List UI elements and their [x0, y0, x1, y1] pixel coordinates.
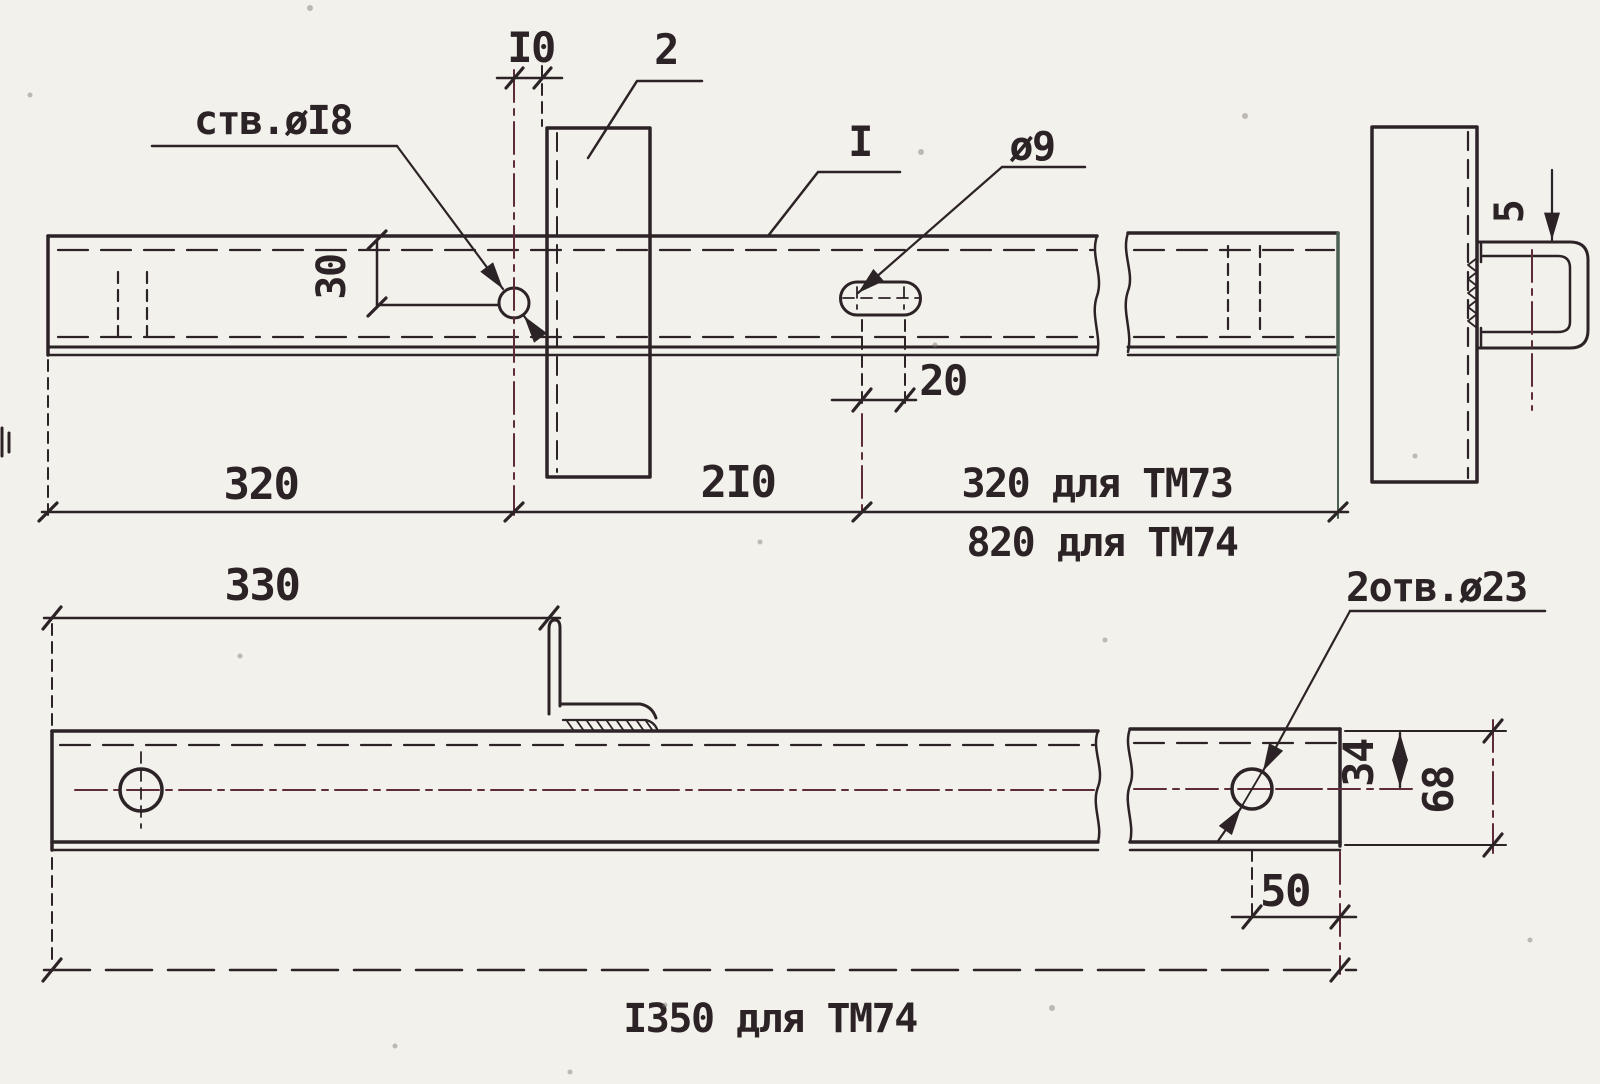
callout-holes-23: 2отв.ø23 — [1216, 565, 1547, 843]
angle-bracket-welded — [547, 618, 659, 732]
dim-chain-top-view: 320 2I0 320 для ТМ73 820 для ТМ74 — [37, 357, 1350, 566]
beam-left-segment — [50, 729, 1102, 852]
leader-line — [586, 79, 704, 160]
dim-820-tm74-text: 820 для ТМ74 — [967, 520, 1238, 566]
plate-side-outline — [1370, 125, 1479, 484]
leader-diagonal — [395, 144, 505, 291]
dim-tick — [503, 501, 525, 523]
dim-tick — [894, 387, 916, 413]
part-label-2: 2 — [586, 25, 704, 160]
dim-20: 20 — [830, 319, 968, 516]
dim-tick — [504, 66, 525, 90]
leader-through-hole — [1241, 771, 1263, 807]
dim-5: 5 — [1487, 168, 1560, 242]
weld-seam — [1467, 257, 1478, 329]
dim-320-tm73-text: 320 для ТМ73 — [962, 461, 1233, 507]
weld-hatching — [566, 720, 654, 732]
leader-diagonal — [856, 165, 1004, 295]
dim-34: 34 — [1275, 730, 1507, 790]
part-1-text: I — [848, 117, 872, 166]
dim-tick — [1329, 904, 1351, 930]
dim-tick — [41, 957, 63, 983]
leader-diagonal — [1261, 609, 1352, 773]
bottom-view: 330 2отв.ø23 34 68 — [41, 560, 1547, 1042]
beam-right-segment — [1126, 727, 1342, 852]
part-2-text: 2 — [654, 25, 678, 74]
dim-tick — [1327, 501, 1349, 523]
dim-tick — [1241, 904, 1263, 930]
dim-tick — [366, 296, 388, 318]
beam-left-segment — [46, 234, 1101, 357]
top-view: I0 2 I ств.øI8 ø9 3 — [37, 23, 1350, 566]
dim-tick — [851, 387, 873, 413]
dim-30: 30 — [309, 229, 501, 318]
break-line — [1093, 234, 1101, 357]
dim-tick — [1482, 718, 1504, 744]
slot-outline — [839, 280, 922, 317]
dim-330: 330 — [41, 560, 562, 727]
dim-30-text: 30 — [309, 254, 355, 299]
dim-tick — [41, 605, 63, 631]
leader-diagonal-tail — [522, 314, 547, 343]
holes-23-text: 2отв.ø23 — [1346, 565, 1527, 611]
hole-right-diameter-23 — [1230, 767, 1274, 811]
angle-foot-bottom — [561, 718, 659, 731]
dim-330-text: 330 — [225, 560, 300, 611]
angle-foot-top — [558, 702, 658, 720]
dim-1350-text: I350 для ТМ74 — [623, 996, 917, 1042]
beam-right-segment — [1124, 231, 1340, 357]
plate-outline — [545, 126, 652, 479]
dim-tick — [532, 66, 553, 90]
hole-18-text: ств.øI8 — [194, 98, 352, 144]
channel-cross-section — [1467, 240, 1590, 411]
dim-tick — [1329, 957, 1351, 983]
dim-68: 68 — [1344, 718, 1507, 858]
dim-68-text: 68 — [1414, 766, 1463, 814]
slot-9-text: ø9 — [1009, 124, 1054, 170]
break-line — [1094, 729, 1102, 844]
dim-20-text: 20 — [919, 356, 967, 405]
hole-left-diameter-23 — [118, 751, 164, 829]
leader-line — [766, 170, 902, 238]
leader-diagonal-tail — [1216, 806, 1243, 843]
dim-tick — [851, 501, 873, 523]
dim-1350: I350 для ТМ74 — [41, 857, 1358, 1042]
callout-hole-18: ств.øI8 — [150, 98, 547, 343]
break-line — [1124, 231, 1132, 354]
break-line — [1126, 727, 1134, 844]
dim-10-text: I0 — [507, 23, 555, 72]
part-label-1: I — [766, 117, 902, 238]
dim-tick — [366, 229, 388, 251]
dim-34-text: 34 — [1334, 739, 1383, 787]
gusset-plate-front — [545, 126, 652, 479]
scan-specks — [0, 5, 1533, 1075]
dim-tick — [1482, 832, 1504, 858]
edge-artifact — [0, 426, 11, 458]
dim-tick — [37, 501, 59, 523]
channel-inner — [1481, 254, 1572, 334]
dim-210-text: 2I0 — [701, 457, 776, 508]
dim-5-text: 5 — [1487, 201, 1533, 224]
dim-50: 50 — [1230, 849, 1358, 975]
slot-diameter-9 — [839, 280, 922, 317]
hole-23-circle — [1230, 767, 1274, 811]
dim-50-text: 50 — [1260, 866, 1310, 917]
side-view: 5 — [1370, 125, 1590, 484]
channel-outer — [1475, 240, 1590, 350]
dim-320-text: 320 — [224, 459, 299, 510]
angle-leg — [547, 618, 562, 716]
callout-slot-9: ø9 — [856, 124, 1087, 295]
hole-diameter-18 — [497, 69, 531, 516]
dim-tick — [538, 605, 560, 631]
dim-10: I0 — [495, 23, 564, 127]
